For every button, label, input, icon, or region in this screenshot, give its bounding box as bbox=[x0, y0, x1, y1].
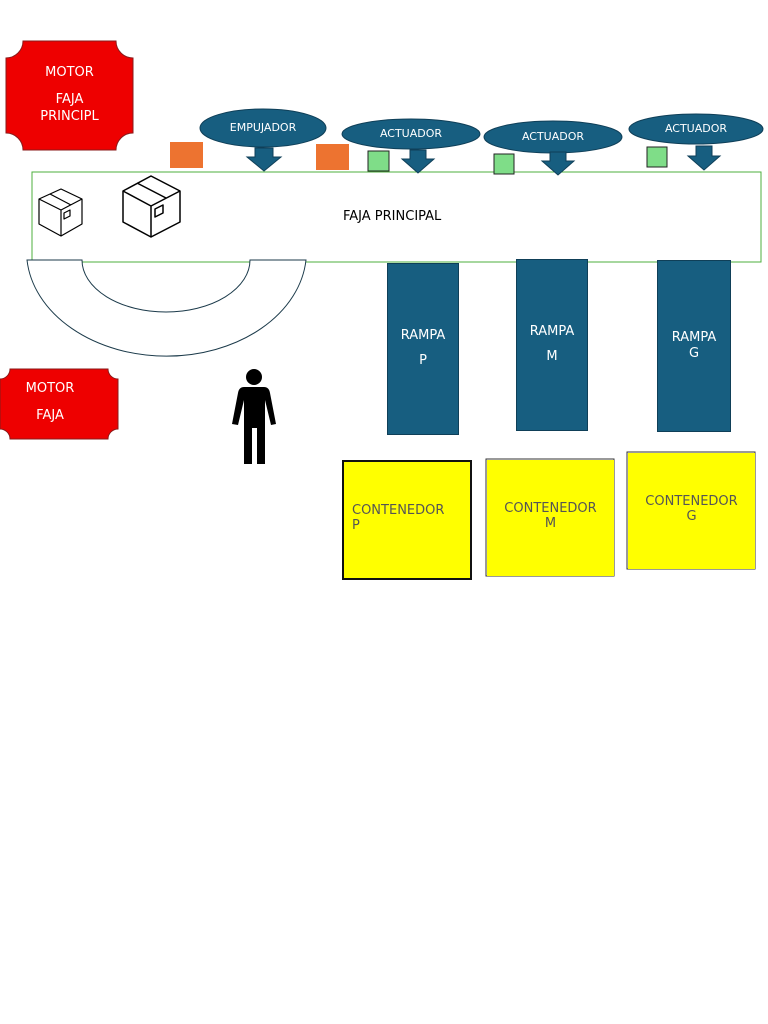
box-large-icon bbox=[122, 175, 181, 238]
motor-secondary-line1: MOTOR bbox=[25, 381, 75, 396]
motor-main-line3: PRINCIPL bbox=[40, 109, 99, 124]
sensor-orange-2 bbox=[316, 144, 349, 170]
rampa-p-line2: P bbox=[419, 353, 427, 368]
motor-main-line1: MOTOR bbox=[45, 65, 94, 80]
empujador-oval bbox=[199, 108, 327, 148]
main-belt-label: FAJA PRINCIPAL bbox=[343, 209, 442, 224]
empujador-arrow-icon bbox=[245, 147, 283, 172]
sensor-orange-1 bbox=[170, 142, 203, 168]
sensor-green-p bbox=[367, 150, 390, 172]
rampa-m: RAMPA M bbox=[516, 259, 588, 431]
rampa-g-line2: G bbox=[688, 346, 700, 361]
actuador-g-label: ACTUADOR bbox=[664, 122, 728, 135]
contenedor-p: CONTENEDOR P bbox=[344, 462, 470, 578]
actuador-p-label: ACTUADOR bbox=[379, 127, 443, 140]
actuador-m-arrow-icon bbox=[540, 151, 576, 176]
contenedor-g-line1: CONTENEDOR bbox=[645, 494, 738, 509]
contenedor-m: CONTENEDOR M bbox=[487, 460, 614, 576]
operator-person-icon bbox=[232, 369, 276, 464]
curved-belt bbox=[26, 259, 307, 357]
contenedor-m-border bbox=[485, 458, 615, 577]
empujador-label: EMPUJADOR bbox=[229, 121, 297, 134]
box-small-icon bbox=[38, 188, 83, 237]
sensor-green-g bbox=[646, 146, 668, 168]
contenedor-g-border bbox=[626, 451, 756, 570]
rampa-m-line1: RAMPA bbox=[529, 324, 575, 339]
contenedor-p-line1: CONTENEDOR bbox=[352, 503, 445, 518]
motor-secondary-line2: FAJA bbox=[36, 408, 64, 423]
motor-secondary-label: MOTOR FAJA bbox=[0, 380, 100, 424]
motor-secondary-shape bbox=[0, 368, 119, 440]
contenedor-m-line1: CONTENEDOR bbox=[504, 501, 597, 516]
actuador-p-oval bbox=[341, 118, 481, 150]
rampa-g-line1: RAMPA bbox=[671, 330, 717, 345]
actuador-g-arrow-icon bbox=[686, 145, 722, 171]
contenedor-m-line2: M bbox=[544, 516, 557, 531]
contenedor-p-border bbox=[342, 460, 472, 580]
sensor-green-m bbox=[493, 153, 515, 175]
motor-main-line2: FAJA bbox=[55, 92, 84, 107]
motor-main-label: MOTOR FAJA PRINCIPL bbox=[6, 64, 133, 125]
rampa-p: RAMPA P bbox=[387, 263, 459, 435]
motor-main-shape bbox=[5, 40, 134, 151]
actuador-g-oval bbox=[628, 113, 764, 145]
rampa-m-line2: M bbox=[546, 349, 558, 364]
contenedor-g: CONTENEDOR G bbox=[628, 453, 755, 569]
actuador-p-arrow-icon bbox=[400, 149, 436, 174]
contenedor-g-line2: G bbox=[686, 509, 697, 524]
contenedor-p-line2: P bbox=[352, 518, 360, 533]
rampa-g: RAMPA G bbox=[657, 260, 731, 432]
actuador-m-label: ACTUADOR bbox=[521, 130, 585, 143]
rampa-p-line1: RAMPA bbox=[400, 328, 446, 343]
